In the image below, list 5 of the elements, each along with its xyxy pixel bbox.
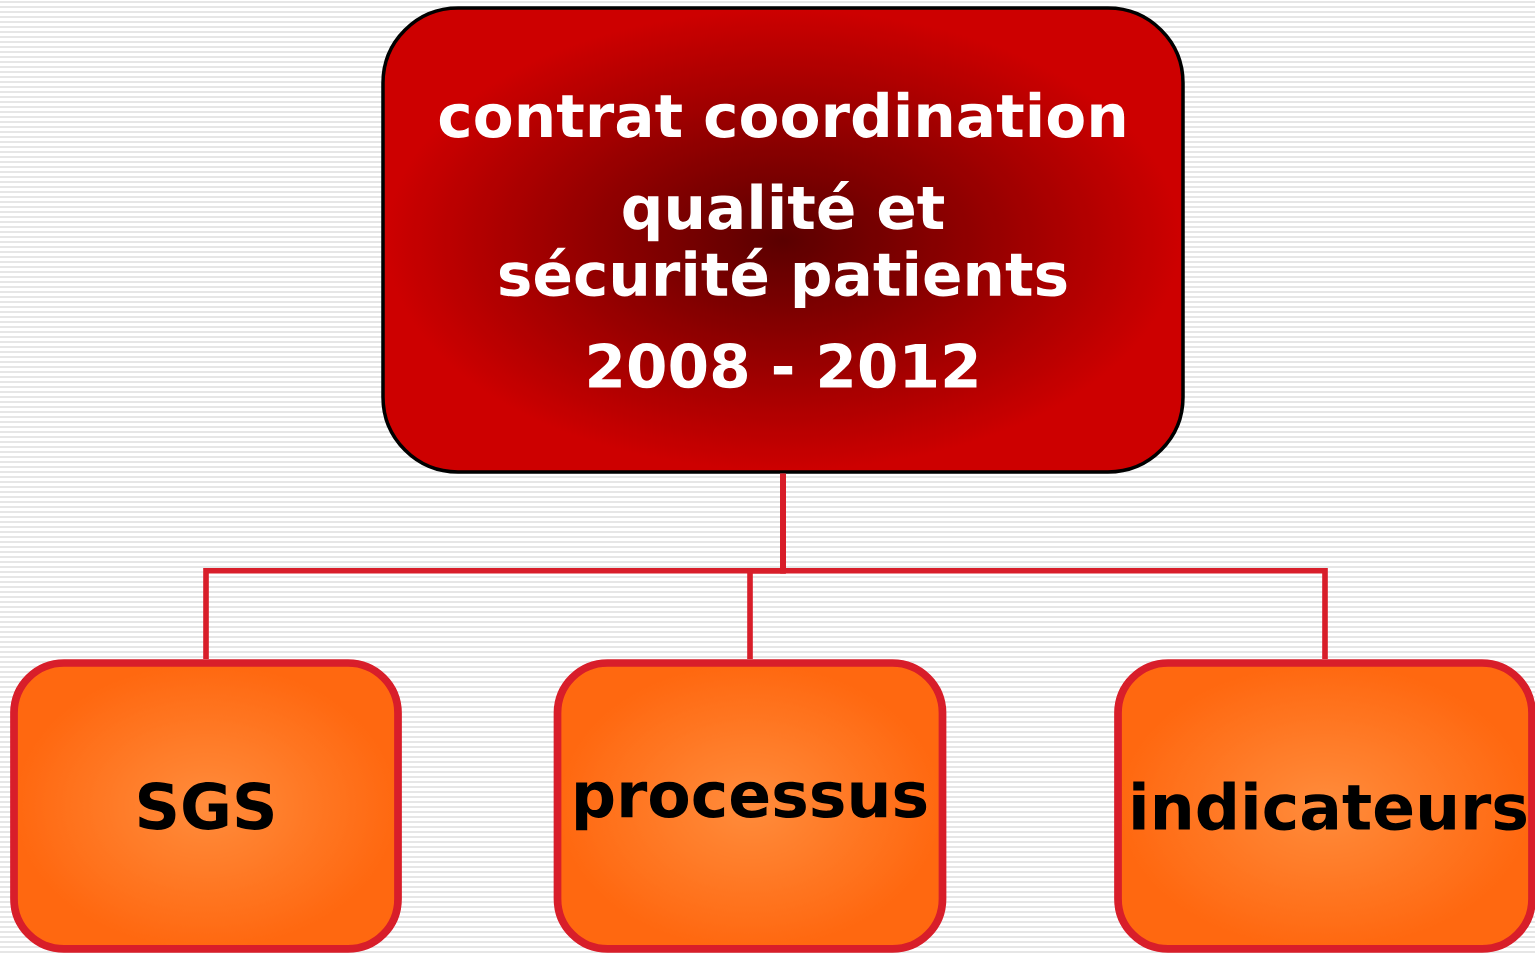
title-box: contrat coordination qualité et sécurité patients 2008 - 2012 (381, 6, 1185, 474)
connector (780, 473, 1328, 660)
category-box: processus (553, 659, 947, 953)
category-box: SGS (10, 659, 402, 953)
category-box: indicateurs (1114, 659, 1535, 953)
